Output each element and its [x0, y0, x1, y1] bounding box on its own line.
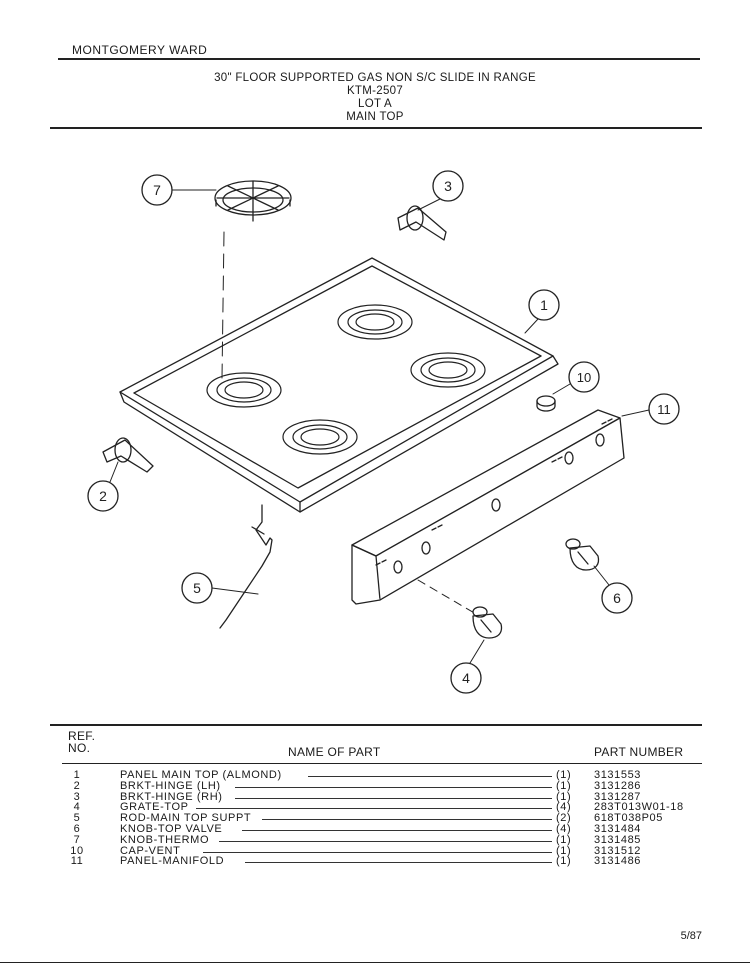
- part-name: CAP-VENT: [120, 844, 181, 857]
- knob-thermo-drawing: [565, 538, 600, 571]
- callout-4: 7: [141, 174, 217, 206]
- exploded-parts-diagram: 7 3 1 10 11 2 5 6 4: [87, 170, 680, 694]
- callout-5: 5: [181, 572, 259, 604]
- title-block: 30" FLOOR SUPPORTED GAS NON S/C SLIDE IN…: [0, 72, 750, 124]
- table-rule-top: [50, 724, 702, 726]
- part-name: PANEL MAIN TOP (ALMOND): [120, 769, 282, 781]
- callout-6: 4: [450, 639, 485, 694]
- quantity: (1): [556, 779, 572, 792]
- leader-line: [203, 851, 552, 853]
- table-row: 6 KNOB-TOP VALVE (4) 3131484: [0, 822, 750, 835]
- quantity: (2): [556, 812, 572, 825]
- table-row: 2 BRKT-HINGE (LH) (1) 3131286: [0, 779, 750, 792]
- part-number: 3131553: [594, 769, 642, 781]
- part-name: ROD-MAIN TOP SUPPT: [120, 812, 252, 825]
- callout-11: 11: [621, 393, 680, 425]
- callout-2: 2: [87, 461, 119, 512]
- knob-top-valve-drawing: [417, 579, 503, 639]
- lot-label: LOT A: [358, 98, 392, 110]
- part-number: 618T038P05: [594, 812, 663, 825]
- table-row: 4 GRATE-TOP (4) 283T013W01-18: [0, 802, 750, 813]
- table-row: 5 ROD-MAIN TOP SUPPT (2) 618T038P05: [0, 813, 750, 824]
- part-number: 3131287: [594, 790, 642, 803]
- table-row: 3 BRKT-HINGE (RH) (1) 3131287: [0, 790, 750, 803]
- leader-line: [308, 776, 552, 777]
- part-number: 3131486: [594, 855, 642, 868]
- table-row: 10 CAP-VENT (1) 3131512: [0, 844, 750, 857]
- svg-text:4: 4: [462, 670, 470, 686]
- hinge-lh-drawing: [102, 437, 154, 473]
- leader-line: [196, 808, 552, 810]
- ref-number: 10: [70, 844, 84, 857]
- part-name: KNOB-TOP VALVE: [120, 822, 223, 835]
- revision-date: 5/87: [680, 930, 702, 942]
- svg-text:6: 6: [613, 590, 621, 606]
- ref-number: 3: [73, 790, 81, 803]
- svg-text:2: 2: [99, 488, 107, 504]
- quantity: (1): [556, 790, 572, 803]
- ref-number: 11: [70, 855, 84, 868]
- brand-name: MONTGOMERY WARD: [72, 43, 208, 57]
- leader-line: [245, 862, 552, 864]
- callout-3: 3: [417, 170, 464, 211]
- svg-text:3: 3: [444, 178, 452, 194]
- ref-number: 2: [73, 779, 81, 792]
- part-name: GRATE-TOP: [120, 801, 189, 814]
- callout-7: 6: [593, 565, 633, 614]
- support-rod-drawing: [219, 504, 273, 629]
- grate-top-drawing: [214, 180, 292, 222]
- part-name: BRKT-HINGE (LH): [120, 779, 221, 792]
- ref-number: 5: [73, 812, 81, 825]
- leader-line: [262, 819, 552, 821]
- part-number: 3131286: [594, 779, 642, 792]
- quantity: (1): [556, 769, 572, 781]
- name-of-part-header: NAME OF PART: [288, 745, 381, 759]
- part-name: PANEL-MANIFOLD: [120, 855, 225, 868]
- footer-rule: [0, 962, 750, 963]
- hinge-rh-drawing: [397, 205, 447, 241]
- quantity: (1): [556, 833, 572, 846]
- callout-1: 1: [524, 289, 560, 334]
- part-number-header: PART NUMBER: [594, 745, 684, 759]
- table-rule-header: [62, 763, 702, 764]
- leader-line: [242, 829, 552, 831]
- header-rule-top: [58, 58, 700, 60]
- model-number: KTM-2507: [346, 85, 404, 97]
- callout-10: 10: [552, 361, 600, 395]
- header-rule-bottom: [50, 127, 702, 129]
- quantity: (4): [556, 822, 572, 835]
- manifold-panel-drawing: [351, 409, 625, 605]
- part-number: 283T013W01-18: [594, 801, 684, 814]
- ref-number: 6: [73, 822, 81, 835]
- ref-number: 4: [73, 801, 81, 814]
- panel-main-top-drawing: [119, 257, 559, 513]
- part-name: KNOB-THERMO: [120, 833, 210, 846]
- ref-number: 7: [73, 833, 81, 846]
- svg-text:10: 10: [577, 370, 591, 385]
- table-row: 11 PANEL-MANIFOLD (1) 3131486: [0, 856, 750, 867]
- leader-line: [235, 786, 552, 788]
- quantity: (1): [556, 855, 572, 868]
- quantity: (4): [556, 801, 572, 814]
- svg-text:11: 11: [657, 402, 671, 417]
- part-number: 3131512: [594, 844, 642, 857]
- leader-line: [219, 840, 552, 842]
- part-name: BRKT-HINGE (RH): [120, 790, 223, 803]
- ref-no-header: REF. NO.: [68, 729, 96, 755]
- cap-vent-drawing: [536, 395, 556, 412]
- section-label: MAIN TOP: [346, 111, 404, 123]
- svg-text:5: 5: [193, 580, 201, 596]
- document-title: 30" FLOOR SUPPORTED GAS NON S/C SLIDE IN…: [214, 72, 536, 84]
- table-row: 1 PANEL MAIN TOP (ALMOND) (1) 3131553: [0, 770, 750, 781]
- quantity: (1): [556, 844, 572, 857]
- svg-text:1: 1: [540, 297, 548, 313]
- part-number: 3131484: [594, 822, 642, 835]
- ref-number: 1: [73, 769, 81, 781]
- svg-text:7: 7: [153, 182, 161, 198]
- leader-line: [235, 797, 552, 799]
- part-number: 3131485: [594, 833, 642, 846]
- table-row: 7 KNOB-THERMO (1) 3131485: [0, 833, 750, 846]
